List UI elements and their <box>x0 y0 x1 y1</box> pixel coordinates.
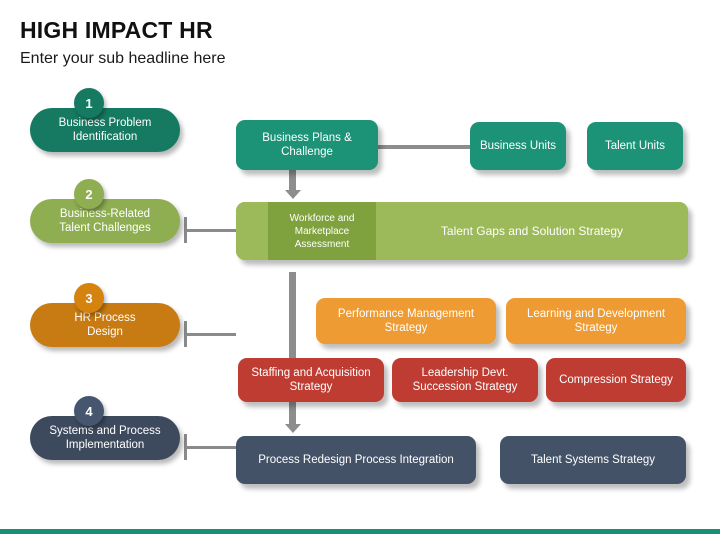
step-4-pill[interactable]: Systems and Process Implementation <box>30 416 180 460</box>
box-leadership-succession[interactable]: Leadership Devt. Succession Strategy <box>392 358 538 402</box>
green-row-left-pad <box>236 202 268 260</box>
box-talent-units-line2: Units <box>638 140 666 152</box>
arrow-to-green <box>285 190 301 199</box>
box-workforce-assessment-line2: Marketplace <box>294 225 350 237</box>
step-4-connector-line <box>184 446 236 449</box>
page-subtitle: Enter your sub headline here <box>20 50 226 67</box>
box-compression-strategy[interactable]: Compression Strategy <box>546 358 686 402</box>
arrow-to-navy <box>285 424 301 433</box>
box-talent-gaps[interactable]: Talent Gaps and Solution Strategy <box>376 202 688 260</box>
step-4[interactable]: Systems and Process Implementation 4 <box>30 396 180 460</box>
step-3-badge: 3 <box>74 283 104 313</box>
box-talent-units[interactable]: Talent Units <box>587 122 683 170</box>
step-3-label-line2: Design <box>87 326 123 338</box>
step-3-connector-line <box>184 333 236 336</box>
spine-to-red <box>289 272 296 358</box>
step-4-label-line1: Systems and Process <box>49 425 161 437</box>
box-talent-systems[interactable]: Talent Systems Strategy <box>500 436 686 484</box>
spine-to-navy <box>289 398 296 426</box>
box-learning-development-line1: Learning and Development <box>526 308 666 320</box>
box-workforce-assessment-line1: Workforce and <box>289 212 355 224</box>
step-4-label-line2: Implementation <box>65 439 145 451</box>
box-workforce-assessment[interactable]: Workforce and Marketplace Assessment <box>268 202 376 260</box>
teal-row-connector <box>378 145 474 149</box>
box-business-units-line1: Business <box>479 140 527 152</box>
box-talent-systems-line1: Talent Systems <box>530 454 609 466</box>
step-3[interactable]: HR Process Design 3 <box>30 283 180 347</box>
step-3-label-line1: HR Process <box>74 312 136 324</box>
box-business-plans-line1: Business Plans <box>262 132 341 144</box>
box-compression-strategy-line2: Strategy <box>630 374 673 386</box>
page-title: HIGH IMPACT HR <box>20 17 213 43</box>
box-talent-units-line1: Talent <box>604 140 636 152</box>
step-2-connector-line <box>184 229 236 232</box>
box-staffing-acquisition[interactable]: Staffing and Acquisition Strategy <box>238 358 384 402</box>
green-row[interactable]: Workforce and Marketplace Assessment Tal… <box>236 202 688 260</box>
step-2-label-line1: Business-Related <box>59 208 151 220</box>
step-3-pill[interactable]: HR Process Design <box>30 303 180 347</box>
spine-to-green <box>289 168 296 192</box>
step-1-label-line2: Identification <box>72 131 138 143</box>
box-leadership-succession-line2: Succession Strategy <box>412 381 518 393</box>
step-2-pill[interactable]: Business-Related Talent Challenges <box>30 199 180 243</box>
step-1-label-line1: Business Problem <box>58 117 152 129</box>
box-talent-systems-line2: Strategy <box>612 454 655 466</box>
box-workforce-assessment-line3: Assessment <box>294 238 350 250</box>
box-performance-management-line1: Performance Management <box>337 308 475 320</box>
step-4-badge: 4 <box>74 396 104 426</box>
box-business-plans[interactable]: Business Plans & Challenge <box>236 120 378 170</box>
box-performance-management[interactable]: Performance Management Strategy <box>316 298 496 344</box>
step-1-badge: 1 <box>74 88 104 118</box>
box-talent-gaps-line1: Talent Gaps and <box>440 223 529 238</box>
box-process-redesign[interactable]: Process Redesign Process Integration <box>236 436 476 484</box>
bottom-accent-bar <box>0 529 720 534</box>
box-process-redesign-line1: Process Redesign <box>258 454 352 466</box>
box-performance-management-line2: Strategy <box>384 322 428 334</box>
box-business-plans-line2: & Challenge <box>281 132 352 158</box>
step-2-badge: 2 <box>74 179 104 209</box>
box-leadership-succession-line1: Leadership Devt. <box>421 367 509 379</box>
step-1-pill[interactable]: Business Problem Identification <box>30 108 180 152</box>
box-learning-development-line2: Strategy <box>574 322 618 334</box>
box-talent-gaps-line2: Solution Strategy <box>531 223 624 238</box>
box-business-units[interactable]: Business Units <box>470 122 566 170</box>
step-2[interactable]: Business-Related Talent Challenges 2 <box>30 179 180 243</box>
step-1[interactable]: Business Problem Identification 1 <box>30 88 180 152</box>
box-business-units-line2: Units <box>529 140 557 152</box>
box-learning-development[interactable]: Learning and Development Strategy <box>506 298 686 344</box>
box-process-redesign-line2: Process Integration <box>354 454 454 466</box>
box-staffing-acquisition-line1: Staffing and <box>251 367 313 379</box>
box-staffing-acquisition-line2: Acquisition Strategy <box>289 367 371 393</box>
step-2-label-line2: Talent Challenges <box>59 222 151 234</box>
box-compression-strategy-line1: Compression <box>559 374 627 386</box>
